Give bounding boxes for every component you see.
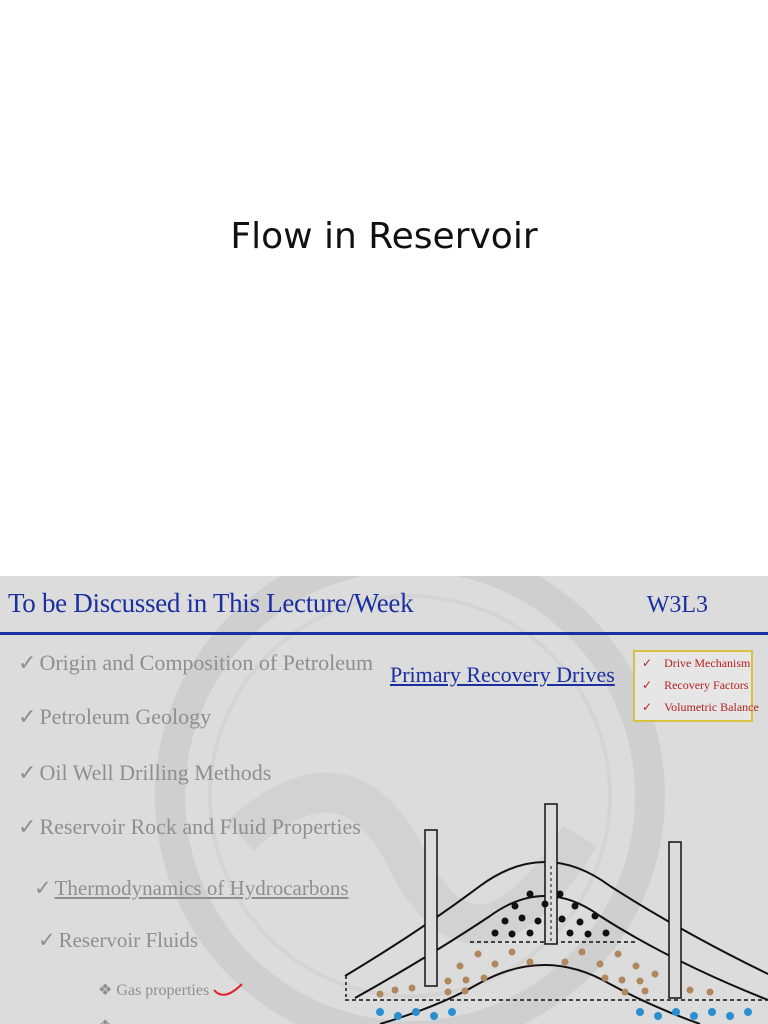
sub-bullet-item: ❖ Gas properties [98,980,209,1000]
lecture-code: W3L3 [646,592,708,618]
drive-label: Recovery Factors [664,678,749,692]
reservoir-diagram [344,803,768,1024]
watermark-seal-icon [155,576,665,1024]
check-icon: ✓ [18,814,37,839]
subtopic-item: ✓Reservoir Fluids [38,928,198,953]
diamond-bullet-icon: ❖ [98,1016,112,1024]
lecture-slide: To be Discussed in This Lecture/Week W3L… [0,576,768,1024]
primary-drives-box: ✓ Drive Mechanism ✓ Recovery Factors ✓ Volu… [633,650,759,722]
sub-bullet-label: Gas properties [116,982,210,999]
gas-cap-dots [491,890,610,938]
water-zone-dots [376,1008,752,1020]
slide-title: Flow in Reservoir [230,216,538,257]
well-right [668,841,682,999]
lecture-heading: To be Discussed in This Lecture/Week [8,588,414,618]
check-icon: ✓ [18,760,37,785]
drive-label: Volumetric Balance [664,700,759,714]
subtopic-item: ✓Thermodynamics of Hydrocarbons [34,876,349,901]
well-left [424,829,438,987]
check-icon: ✓ [38,928,56,952]
oil-zone-dots [376,948,714,998]
check-icon: ✓ [642,656,653,670]
drive-label: Drive Mechanism [664,656,751,670]
check-icon: ✓ [642,678,653,692]
drive-item: ✓ Recovery Factors [642,678,748,693]
header-divider [0,632,768,635]
title-slide: Flow in Reservoir [230,216,538,257]
diamond-bullet-icon: ❖ [98,982,113,999]
check-icon: ✓ [18,704,37,729]
topic-label: Oil Well Drilling Methods [39,760,272,785]
topic-item: ✓Oil Well Drilling Methods [18,760,271,786]
topic-item: ✓Origin and Composition of Petroleum [18,650,373,676]
topic-item: ✓Petroleum Geology [18,704,211,730]
topic-label: Petroleum Geology [39,704,212,729]
subtopic-label: Thermodynamics of Hydrocarbons [54,876,349,900]
topic-label: Origin and Composition of Petroleum [39,650,374,675]
check-icon: ✓ [642,700,653,714]
primary-drives-title: Primary Recovery Drives [390,662,615,687]
drive-item: ✓ Drive Mechanism [642,656,750,671]
check-icon: ✓ [34,876,52,900]
tick-annotation-icon [213,983,243,996]
check-icon: ✓ [18,650,37,675]
cap-rock-inner [354,895,768,1001]
reservoir-base [379,964,701,1024]
drive-item: ✓ Volumetric Balance [642,700,759,715]
subtopic-label: Reservoir Fluids [58,928,199,952]
topic-label: Reservoir Rock and Fluid Properties [39,814,361,839]
topic-item: ✓Reservoir Rock and Fluid Properties [18,814,361,840]
